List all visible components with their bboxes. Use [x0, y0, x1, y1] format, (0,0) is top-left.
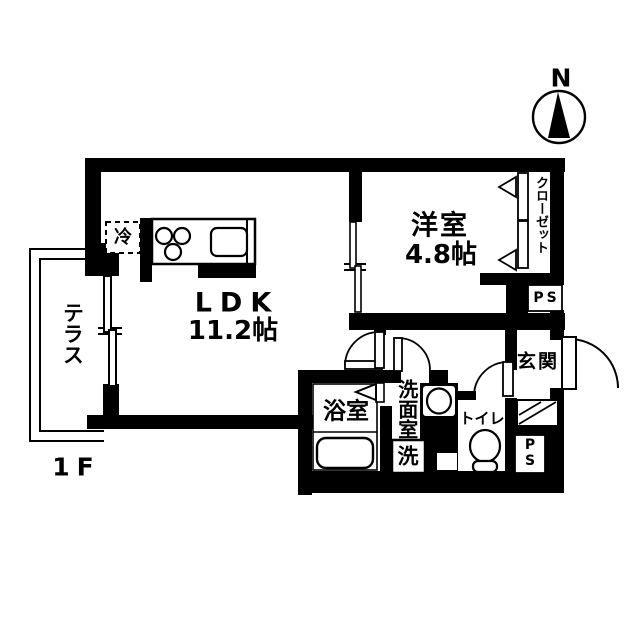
wall-ps-upper-west: [506, 283, 528, 313]
closet-label: クローゼット: [533, 176, 549, 254]
washing-machine-label: 洗: [397, 444, 419, 469]
ps-lower-label: PS: [524, 437, 536, 469]
wall-right-mid: [550, 310, 564, 340]
closet-folding-door-icon: [497, 172, 529, 272]
wall-partition-upper: [349, 158, 362, 222]
wall-ldk-south: [87, 415, 313, 429]
wall-bedroom-south: [349, 313, 565, 330]
entrance-label: 玄関: [516, 350, 560, 373]
bathroom-unit-icon: [312, 383, 378, 471]
terrace-label: テラス: [60, 302, 85, 365]
washroom-door-icon: [393, 337, 431, 372]
wall-left-upper: [85, 158, 101, 260]
ldk-hall-door-icon: [344, 331, 385, 370]
floor-label: 1F: [52, 452, 101, 482]
toilet-door-icon: [473, 361, 514, 397]
entrance-door-icon: [561, 336, 619, 390]
north-label: N: [550, 63, 572, 93]
wall-bathroom-west: [298, 370, 312, 495]
compass-icon: [531, 89, 587, 145]
wall-ps-lower-east: [544, 435, 564, 473]
ldk-room-name: LDK: [194, 287, 280, 319]
bathroom-label: 浴室: [323, 398, 369, 425]
bedroom-room-name: 洋室: [411, 210, 469, 242]
wall-toilet-north: [448, 391, 476, 400]
ps-lower-box: [514, 434, 546, 474]
wall-niche: [437, 453, 457, 470]
refrigerator-box: [105, 221, 141, 254]
wall-bath-divider: [380, 406, 392, 473]
washing-machine-box: [390, 438, 427, 475]
ps-upper-box: [527, 284, 563, 312]
wall-washarea-north-west: [298, 370, 401, 383]
ps-upper-label: PS: [533, 290, 560, 306]
wall-hall-entrance-upper: [505, 330, 517, 370]
bath-folding-door-icon: [353, 382, 385, 403]
entrance-step-icon: [516, 399, 559, 427]
wall-top: [85, 158, 565, 172]
kitchen-counter-icon: [150, 217, 257, 266]
sink-icon: [209, 226, 249, 258]
wall-right-upper: [550, 158, 564, 282]
washroom-label: 洗面室: [394, 379, 419, 439]
toilet-label: トイレ: [459, 409, 505, 428]
wall-hall-entrance-lower: [505, 398, 517, 471]
ldk-room-area: 11.2帖: [187, 316, 279, 346]
kitchen-counter-base: [198, 264, 256, 278]
wall-washarea-north-east: [429, 370, 448, 383]
bathtub-icon: [315, 436, 375, 470]
wall-closet-south: [480, 273, 564, 285]
bedroom-room-area: 4.8帖: [404, 240, 478, 270]
terrace-outline-icon: [29, 248, 104, 442]
terrace-sliding-door-icon: [98, 275, 122, 387]
toilet-icon: [468, 428, 502, 474]
wall-kitchen-side: [140, 218, 152, 282]
wall-bottom: [298, 471, 564, 493]
partition-sliding-door-icon: [344, 221, 366, 313]
stove-burners-icon: [154, 226, 192, 262]
washbasin-icon: [425, 387, 453, 415]
refrigerator-label: 冷: [114, 227, 132, 248]
